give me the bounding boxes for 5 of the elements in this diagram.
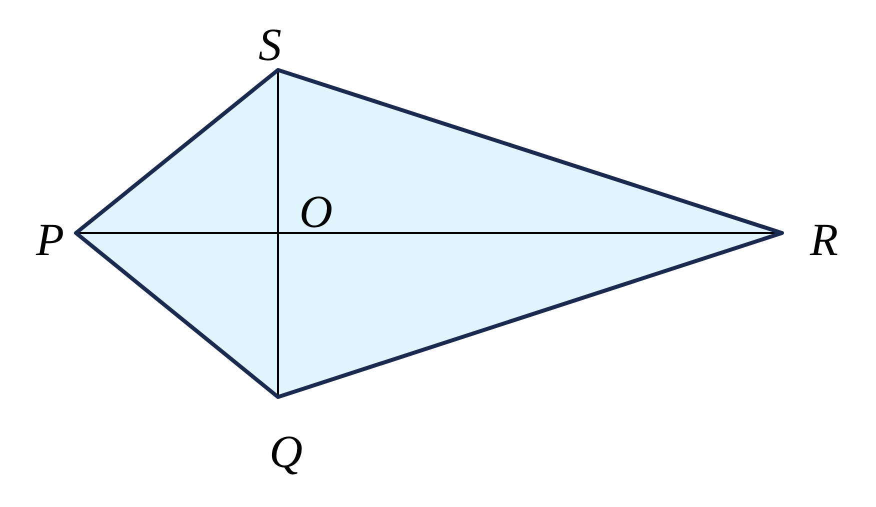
vertex-label: Q (269, 429, 303, 475)
vertex-label: P (36, 217, 64, 263)
vertex-label: O (299, 189, 333, 235)
vertex-label: R (810, 217, 838, 263)
vertex-label: S (258, 22, 282, 68)
